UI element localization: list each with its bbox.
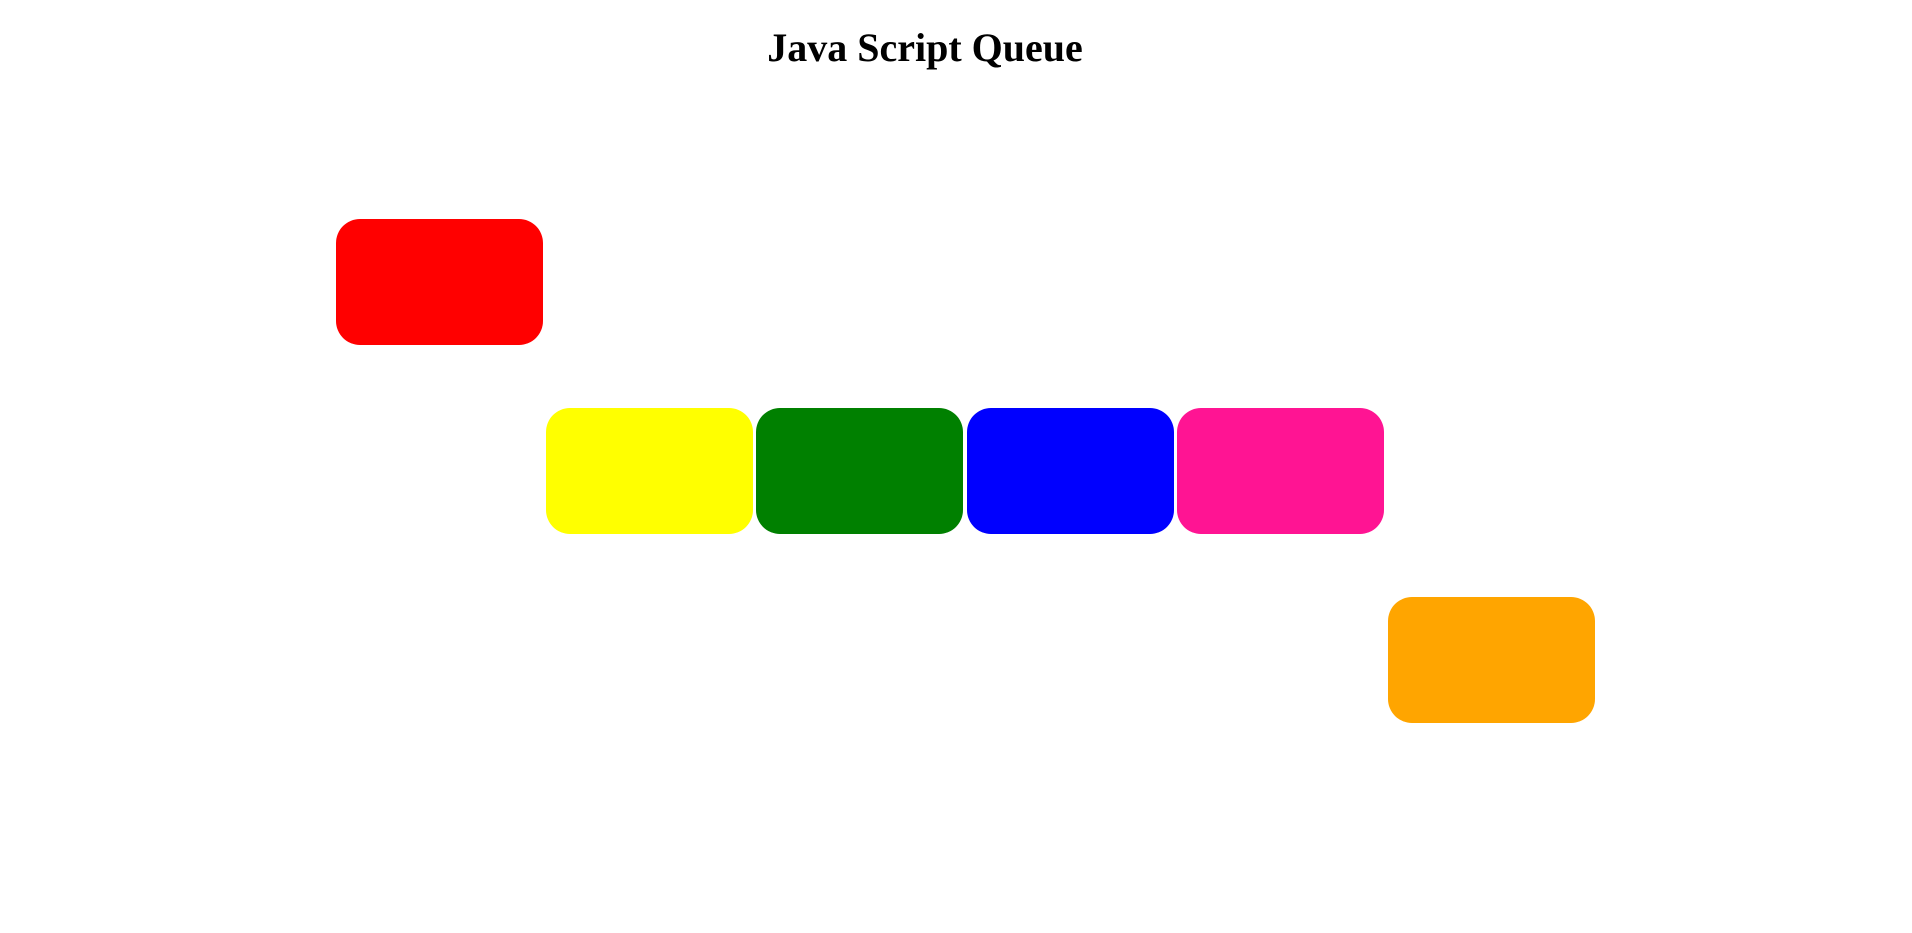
- queue-block-blue: [967, 408, 1174, 534]
- queue-block-green: [756, 408, 963, 534]
- queue-block-pink: [1177, 408, 1384, 534]
- incoming-block-orange: [1388, 597, 1595, 723]
- dequeued-block-red: [336, 219, 543, 345]
- queue-block-yellow: [546, 408, 753, 534]
- page-title: Java Script Queue: [767, 25, 1083, 70]
